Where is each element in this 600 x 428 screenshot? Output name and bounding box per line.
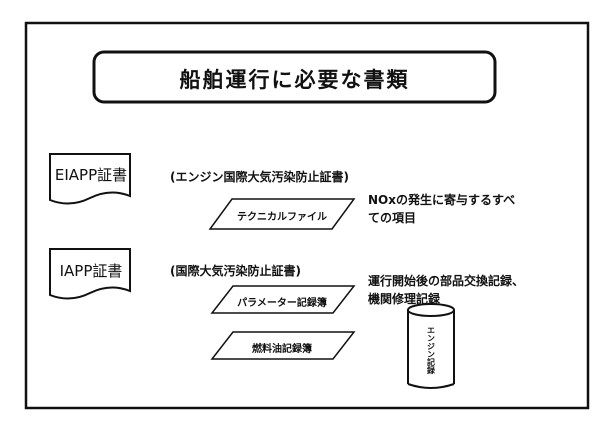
- engine-record-cylinder: [407, 303, 455, 389]
- iapp-document-label: IAPP証書: [59, 262, 123, 280]
- eiapp-subtitle: (エンジン国際大気汚染防止証書): [170, 170, 349, 184]
- title-box: [92, 50, 497, 104]
- parameter-log-shape: [210, 285, 356, 314]
- parameter-log-label: パラメーター記録簿: [237, 298, 327, 309]
- eiapp-document-label: EIAPP証書: [54, 166, 128, 184]
- eiapp-note-line-1: NOxの発生に寄与するすべ: [368, 193, 516, 207]
- eiapp-note-line-2: ての項目: [368, 211, 417, 225]
- iapp-note-line-1: 運行開始後の部品交換記録、: [368, 274, 525, 288]
- engine-record-label: エンジン記録: [426, 326, 436, 375]
- technical-file-label: テクニカルファイル: [237, 212, 327, 223]
- iapp-document-shape: [49, 248, 131, 300]
- iapp-subtitle: (国際大気汚染防止証書): [170, 264, 301, 278]
- eiapp-document-shape: [49, 153, 131, 205]
- fuel-oil-log-label: 燃料油記録簿: [252, 344, 312, 355]
- page-title: 船舶運行に必要な書類: [179, 68, 410, 92]
- fuel-oil-log-shape: [210, 331, 356, 360]
- iapp-note-line-2: 機関修理記録: [368, 292, 441, 306]
- technical-file-shape: [208, 198, 356, 230]
